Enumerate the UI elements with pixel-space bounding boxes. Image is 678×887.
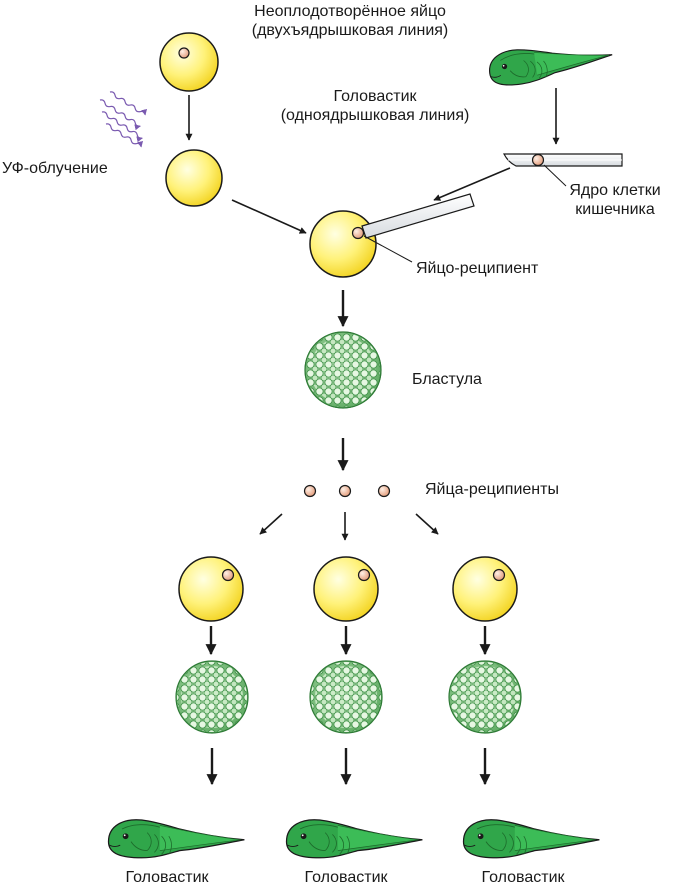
result-tadpole-right-icon (462, 819, 601, 859)
label-uv-irradiation: УФ-облучение (2, 160, 108, 177)
recipient-egg-middle (313, 556, 379, 622)
source-tadpole-icon (486, 35, 616, 89)
label-source-tadpole: Головастик (одноядрышковая линия) (250, 87, 500, 125)
transplanted-nucleus (351, 226, 365, 240)
label-result-tadpole-middle: Головастик (304, 869, 388, 886)
arrow-pipette-to-recipient (433, 167, 511, 201)
blastula (304, 331, 382, 409)
label-unfertilized-egg-line1: Неоплодотворённое яйцо (254, 3, 446, 20)
label-intestinal-nucleus-line2: кишечника (575, 201, 655, 218)
label-result-tadpole-left: Головастик (125, 869, 209, 886)
label-source-tadpole-line1: Головастик (333, 88, 417, 105)
nucleus-pipette (503, 153, 623, 167)
label-intestinal-nucleus: Ядро клетки кишечника (560, 181, 670, 219)
result-tadpole-left-icon (107, 819, 246, 859)
dissociated-nuclei (303, 484, 391, 498)
arrow-uv-to-recipient (231, 199, 307, 234)
label-unfertilized-egg-line2: (двухъядрышковая линия) (251, 22, 449, 39)
label-recipient-egg: Яйцо-реципиент (416, 260, 539, 277)
label-source-tadpole-line2: (одноядрышковая линия) (280, 107, 470, 124)
leader-recipient-egg (363, 235, 413, 263)
recipient-egg-left (178, 556, 244, 622)
label-recipient-eggs: Яйца-реципиенты (425, 481, 559, 498)
unfertilized-egg (159, 32, 219, 92)
leader-intestinal-nucleus (543, 164, 567, 187)
irradiated-egg (165, 149, 223, 207)
arrow-nucleus-left (259, 513, 283, 535)
blastula-right (448, 660, 522, 734)
result-tadpole-middle-icon (285, 819, 424, 859)
recipient-egg-right (452, 556, 518, 622)
label-intestinal-nucleus-line1: Ядро клетки (569, 182, 661, 199)
blastula-left (175, 660, 249, 734)
uv-rays (99, 91, 148, 148)
blastula-middle (309, 660, 383, 734)
label-unfertilized-egg: Неоплодотворённое яйцо (двухъядрышковая … (200, 2, 500, 40)
label-blastula: Бластула (412, 371, 482, 388)
arrow-nucleus-right (415, 513, 439, 535)
label-result-tadpole-right: Головастик (481, 869, 565, 886)
recipient-egg (309, 193, 475, 278)
intestinal-nucleus (531, 153, 545, 167)
